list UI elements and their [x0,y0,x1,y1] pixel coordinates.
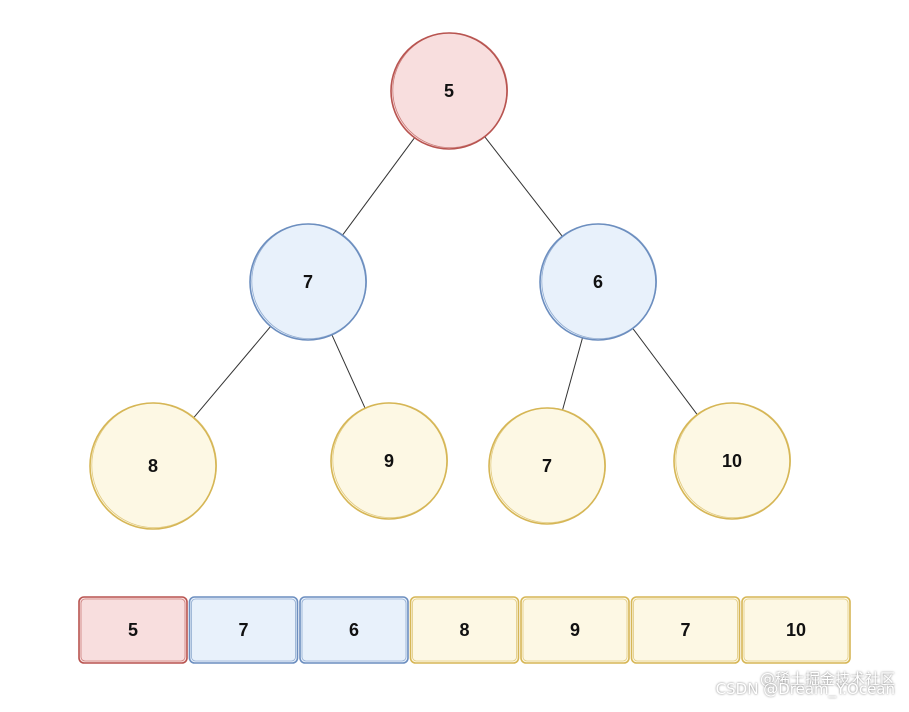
tree-edges [193,136,698,419]
array-cell-outline [522,598,628,662]
array-cell-outline [412,598,517,662]
array-cell-4: 9 [520,596,630,664]
array-cell-box [188,596,299,664]
array-cell-3: 8 [409,596,520,664]
tree-node-outline [91,402,217,529]
array-cell-1: 7 [188,596,299,664]
tree-edge-l1-left-to-l2-a [193,326,271,419]
tree-node-value: 7 [303,272,313,292]
tree-node-value: 5 [444,81,454,101]
array-cell-outline [633,598,738,662]
array-cell-outline [301,598,407,662]
tree-node-outline [332,402,449,519]
tree-node-l1-left: 7 [249,223,368,341]
tree-node-l2-d: 10 [673,402,791,520]
tree-node-l1-right: 6 [539,223,657,341]
array-cell-box [630,596,741,664]
array-cell-value: 7 [680,620,690,640]
tree-nodes: 5 7 6 8 9 7 10 [89,32,791,530]
tree-node-value: 9 [384,451,394,471]
array-cell-outline [191,598,296,662]
array-cell-0: 5 [78,596,188,664]
tree-node-outline [675,402,791,519]
array-cell-outline [80,598,186,662]
tree-edge-root-to-l1-right [484,136,563,237]
tree-node-l2-c: 7 [488,407,607,525]
tree-node-value: 6 [593,272,603,292]
array-cell-value: 6 [349,620,359,640]
array-cell-2: 6 [299,596,409,664]
tree-node-value: 8 [148,456,158,476]
tree-node-outline [392,32,509,148]
array-cell-value: 9 [570,620,580,640]
watermark: @稀土掘金技术社区 CSDN @Dream_Y.Ocean [635,668,895,702]
array-cell-box [299,596,409,664]
watermark-csdn: CSDN @Dream_Y.Ocean [715,680,895,698]
array-cell-outline [743,598,849,662]
array-cell-box [520,596,630,664]
tree-node-root: 5 [390,32,509,150]
tree-edge-l1-right-to-l2-c [562,337,583,411]
tree-node-value: 7 [542,456,552,476]
array-cell-value: 7 [238,620,248,640]
array-cell-5: 7 [630,596,741,664]
array-cell-value: 10 [786,620,806,640]
array-cell-6: 10 [741,596,851,664]
tree-edge-root-to-l1-left [341,137,416,236]
tree-node-outline [541,223,657,340]
array-cell-box [78,596,188,664]
tree-node-outline [490,407,607,524]
array-cell-value: 5 [128,620,138,640]
tree-node-l2-b: 9 [330,402,449,520]
array-cell-box [409,596,520,664]
array-cells: 5 7 6 8 9 7 10 [78,596,851,664]
array-cell-box [741,596,851,664]
tree-node-value: 10 [722,451,742,471]
array-cell-value: 8 [459,620,469,640]
watermark-juejin: @稀土掘金技术社区 [759,670,895,688]
tree-edge-l1-right-to-l2-d [632,328,698,415]
tree-node-outline [251,223,368,340]
tree-node-l2-a: 8 [89,402,217,530]
tree-edge-l1-left-to-l2-b [331,334,366,409]
